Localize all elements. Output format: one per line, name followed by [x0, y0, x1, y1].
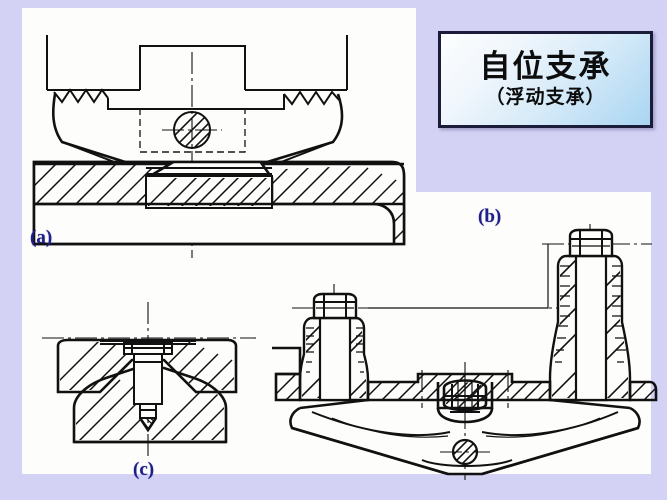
fixture-base: [32, 160, 406, 246]
title-main-text: 自位支承: [479, 49, 612, 86]
workpiece-outline: [46, 35, 348, 110]
title-card: 自位支承 （浮动支承）: [438, 31, 653, 128]
figure-label-b: (b): [478, 206, 502, 227]
figure-a-drawing: [32, 35, 406, 258]
floating-rocker: [289, 379, 641, 476]
support-body: [272, 346, 658, 402]
figure-c-drawing: [42, 302, 256, 460]
support-pin-left: [298, 292, 370, 402]
center-pin: [100, 340, 196, 433]
hidden-pin-outline: [139, 108, 246, 153]
title-sub-text: （浮动支承）: [485, 85, 606, 108]
figure-label-c: (c): [133, 459, 155, 480]
figure-b-drawing: [272, 224, 658, 480]
figure-label-a: (a): [30, 227, 53, 248]
pin-section-circle: [162, 52, 222, 258]
support-pin-right: [548, 228, 632, 402]
